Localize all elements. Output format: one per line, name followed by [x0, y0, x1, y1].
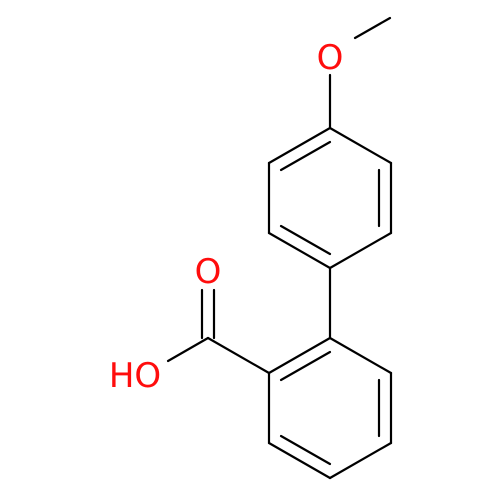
bond-ring2-d: [328, 441, 393, 480]
bond-ring2-c: [267, 441, 332, 480]
bond-ring-carboxyl: [206, 336, 271, 375]
bond-ring2-f: [328, 336, 393, 375]
bond-ring2-inner-2: [279, 434, 332, 466]
bond-ring2-inner-1: [279, 350, 332, 382]
bond-methyl-o: [353, 16, 392, 40]
bond-ring1-d: [328, 231, 393, 270]
bond-ring1-a: [267, 126, 332, 165]
bond-ring2-a: [267, 336, 332, 375]
atom-label-o-carbonyl: O: [195, 252, 222, 292]
bond-ring1-c: [267, 231, 332, 270]
atom-label-o-methoxy: O: [317, 38, 344, 78]
atom-label-hydroxyl: HO: [109, 356, 161, 396]
bond-c-oh: [166, 336, 210, 363]
bond-ring1-inner-2: [279, 224, 332, 256]
bond-ring1-inner-1: [279, 140, 332, 172]
bond-ring1-f: [328, 126, 393, 165]
